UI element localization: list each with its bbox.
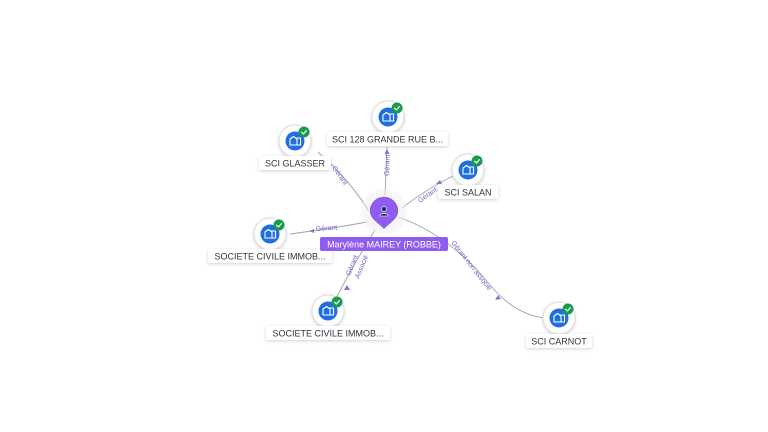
- company-label: SCI CARNOT: [531, 337, 587, 347]
- building-icon: [549, 308, 569, 328]
- location-pin-icon: [368, 195, 400, 232]
- company-label: SCI SALAN: [444, 188, 491, 198]
- edge-label-sci-carnot: Gérant non associé: [449, 240, 492, 292]
- edge-sci-carnot: [397, 216, 546, 319]
- company-label-bg: [438, 185, 498, 199]
- check-badge-icon: [471, 155, 483, 167]
- building-icon: [458, 160, 478, 180]
- center-person-node[interactable]: Marylène MAIREY (ROBBE): [320, 189, 448, 251]
- company-node-sci-glasser[interactable]: SCI GLASSER: [259, 124, 331, 170]
- edge-sci-128: [384, 146, 388, 197]
- check-badge-icon: [331, 296, 343, 308]
- building-icon: [285, 131, 305, 151]
- arrow-sci-immob-2: [344, 285, 350, 290]
- edge-sci-salan: [401, 174, 456, 209]
- company-node-sci-immob-2[interactable]: SOCIETE CIVILE IMMOB...: [266, 294, 390, 340]
- edge-sci-immob-1: [289, 221, 368, 235]
- check-badge-icon: [273, 219, 285, 231]
- edge-sci-immob-2: [334, 229, 376, 301]
- company-label-bg: [266, 326, 390, 340]
- person-icon: [379, 206, 389, 217]
- company-label-bg: [526, 334, 592, 348]
- edge-label-sci-salan: Gérant: [417, 187, 439, 205]
- edge-arrows: [309, 149, 501, 300]
- edge-label-sci-128: Gérant: [384, 154, 392, 176]
- center-label-bg: [320, 237, 448, 251]
- company-label: SOCIETE CIVILE IMMOB...: [272, 329, 383, 339]
- arrow-sci-carnot: [495, 295, 501, 300]
- company-node-sci-carnot[interactable]: SCI CARNOT: [526, 301, 592, 348]
- company-label: SCI GLASSER: [265, 159, 326, 169]
- building-icon: [318, 301, 338, 321]
- company-node-sci-salan[interactable]: SCI SALAN: [438, 153, 498, 199]
- edge-label-sci-glasser: Gérant: [330, 165, 348, 187]
- check-badge-icon: [298, 126, 310, 138]
- company-label-bg: [208, 249, 332, 263]
- building-icon: [378, 107, 398, 127]
- company-label-bg: [259, 156, 331, 170]
- company-label: SOCIETE CIVILE IMMOB...: [214, 252, 325, 262]
- building-icon: [260, 224, 280, 244]
- arrow-sci-128: [384, 149, 390, 154]
- company-node-sci-immob-1[interactable]: SOCIETE CIVILE IMMOB...: [208, 217, 332, 263]
- company-label: SCI 128 GRANDE RUE B...: [332, 135, 443, 145]
- check-badge-icon: [562, 303, 574, 315]
- arrow-sci-immob-1: [309, 229, 314, 233]
- center-node-label: Marylène MAIREY (ROBBE): [327, 240, 441, 250]
- edges: [289, 146, 546, 319]
- edge-label-sci-immob-1: Gérant: [316, 225, 338, 233]
- arrow-sci-salan: [436, 180, 442, 184]
- company-node-sci-128[interactable]: SCI 128 GRANDE RUE B...: [327, 100, 448, 146]
- check-badge-icon: [391, 102, 403, 114]
- company-label-bg: [327, 132, 448, 146]
